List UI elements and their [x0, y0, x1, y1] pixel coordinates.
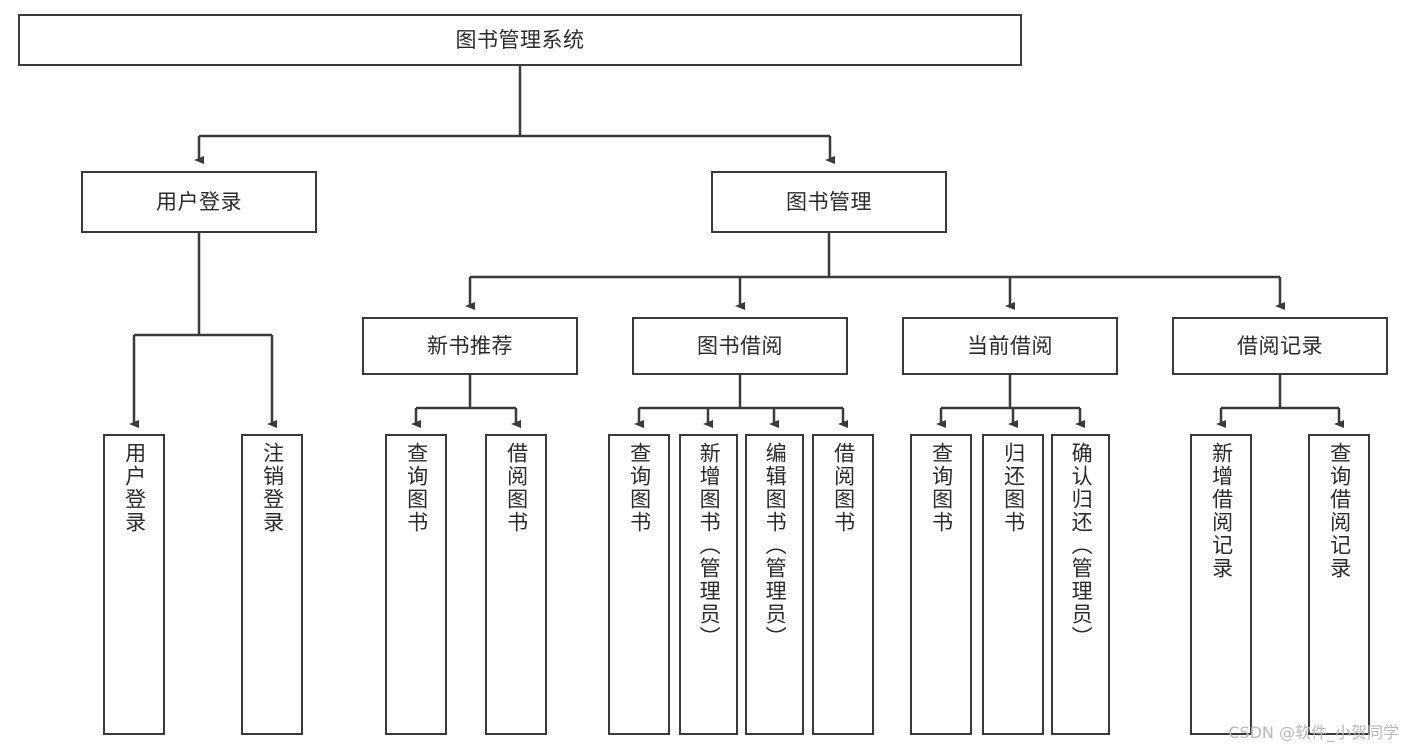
node-user-login-label: 用户登录	[156, 189, 242, 214]
node-leaf-confirm-return-label: 确认归还（管理员）	[1069, 442, 1094, 649]
node-leaf-return-book[interactable]: 归还图书	[982, 434, 1044, 735]
node-root-label: 图书管理系统	[455, 27, 585, 52]
node-leaf-add-record[interactable]: 新增借阅记录	[1190, 434, 1252, 735]
node-leaf-query-book-rec-label: 查询图书	[404, 442, 429, 534]
node-leaf-user-login[interactable]: 用户登录	[103, 434, 165, 735]
node-leaf-query-book-borrow[interactable]: 查询图书	[608, 434, 670, 735]
node-leaf-query-book-cur[interactable]: 查询图书	[910, 434, 972, 735]
node-leaf-return-book-label: 归还图书	[1001, 442, 1026, 534]
node-leaf-user-login-label: 用户登录	[122, 442, 147, 534]
node-leaf-borrow-book-label: 借阅图书	[831, 442, 856, 534]
node-leaf-confirm-return[interactable]: 确认归还（管理员）	[1051, 434, 1110, 735]
node-leaf-logout[interactable]: 注销登录	[241, 434, 303, 735]
node-book-manage[interactable]: 图书管理	[711, 171, 947, 233]
node-leaf-borrow-book-rec-label: 借阅图书	[504, 442, 529, 534]
node-current-borrow[interactable]: 当前借阅	[902, 317, 1118, 375]
node-root[interactable]: 图书管理系统	[18, 14, 1022, 66]
node-current-borrow-label: 当前借阅	[967, 333, 1053, 358]
watermark-text: CSDN @软件_小贺同学	[1228, 723, 1399, 742]
node-leaf-logout-label: 注销登录	[260, 442, 285, 534]
node-user-login[interactable]: 用户登录	[81, 171, 317, 233]
node-leaf-query-book-borrow-label: 查询图书	[627, 442, 652, 534]
node-book-manage-label: 图书管理	[786, 189, 872, 214]
node-leaf-query-record-label: 查询借阅记录	[1327, 442, 1352, 580]
node-leaf-borrow-book[interactable]: 借阅图书	[812, 434, 874, 735]
node-book-borrow-label: 图书借阅	[697, 333, 783, 358]
node-leaf-query-book-cur-label: 查询图书	[929, 442, 954, 534]
node-leaf-add-book[interactable]: 新增图书（管理员）	[679, 434, 738, 735]
node-borrow-record[interactable]: 借阅记录	[1172, 317, 1388, 375]
node-leaf-edit-book[interactable]: 编辑图书（管理员）	[745, 434, 804, 735]
node-leaf-edit-book-label: 编辑图书（管理员）	[763, 442, 788, 649]
node-book-borrow[interactable]: 图书借阅	[632, 317, 848, 375]
node-leaf-add-book-label: 新增图书（管理员）	[697, 442, 722, 649]
node-new-book-rec[interactable]: 新书推荐	[362, 317, 578, 375]
node-new-book-rec-label: 新书推荐	[427, 333, 513, 358]
node-leaf-borrow-book-rec[interactable]: 借阅图书	[485, 434, 547, 735]
node-borrow-record-label: 借阅记录	[1237, 333, 1323, 358]
node-leaf-query-record[interactable]: 查询借阅记录	[1308, 434, 1370, 735]
node-leaf-add-record-label: 新增借阅记录	[1209, 442, 1234, 580]
node-leaf-query-book-rec[interactable]: 查询图书	[385, 434, 447, 735]
